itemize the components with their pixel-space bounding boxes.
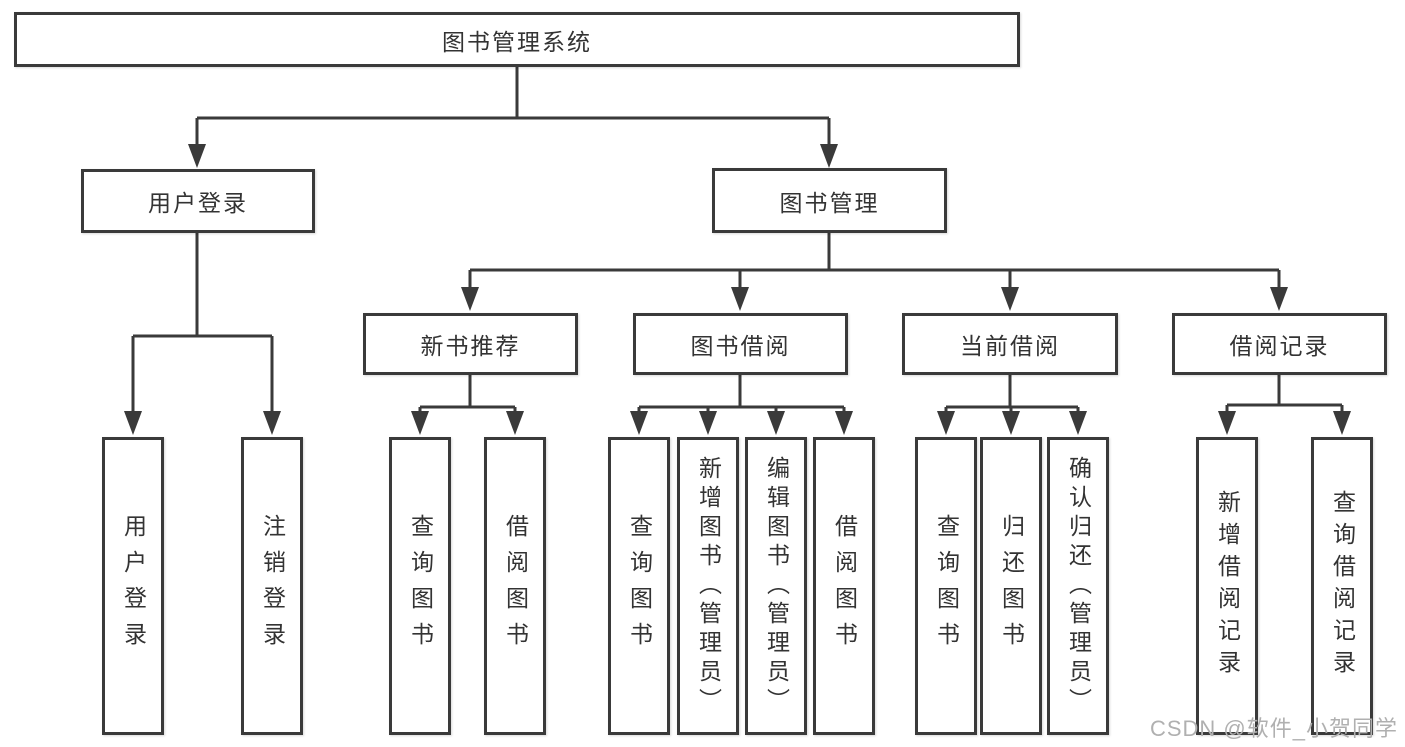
leaf-add-book-admin: 新增图书（管理员）: [677, 437, 739, 735]
leaf-query-borrow-record-label: 查询借阅记录: [1329, 490, 1356, 682]
node-borrow-records: 借阅记录: [1172, 313, 1387, 375]
leaf-add-borrow-record: 新增借阅记录: [1196, 437, 1258, 735]
node-borrow-records-label: 借阅记录: [1229, 333, 1330, 359]
connector-root-split: [188, 67, 838, 168]
node-new-book-recommend-label: 新书推荐: [420, 333, 521, 359]
leaf-borrow-books-recommend-label: 借阅图书: [502, 514, 529, 658]
leaf-return-book-label: 归还图书: [998, 514, 1025, 658]
leaf-query-books-current: 查询图书: [915, 437, 977, 735]
leaf-return-book: 归还图书: [980, 437, 1042, 735]
node-root-label: 图书管理系统: [442, 28, 592, 55]
connector-current-borrow-split: [937, 375, 1087, 435]
leaf-query-books-recommend: 查询图书: [389, 437, 451, 735]
leaf-borrow-books-recommend: 借阅图书: [484, 437, 546, 735]
leaf-confirm-return-admin: 确认归还（管理员）: [1047, 437, 1109, 735]
node-book-borrow-label: 图书借阅: [690, 333, 791, 359]
leaf-logout-label: 注销登录: [259, 514, 286, 658]
connector-new-book-split: [411, 375, 524, 435]
leaf-query-books-current-label: 查询图书: [933, 514, 960, 658]
leaf-confirm-return-admin-label: 确认归还（管理员）: [1065, 455, 1092, 717]
leaf-query-books-borrow: 查询图书: [608, 437, 670, 735]
watermark: CSDN @软件_小贺同学: [1149, 716, 1398, 741]
connector-book-management-split: [461, 233, 1288, 311]
leaf-edit-book-admin-label: 编辑图书（管理员）: [763, 455, 790, 717]
connector-book-borrow-split: [630, 375, 853, 435]
leaf-user-login-label: 用户登录: [120, 514, 147, 658]
leaf-add-book-admin-label: 新增图书（管理员）: [695, 455, 722, 717]
leaf-logout: 注销登录: [241, 437, 303, 735]
node-book-management-label: 图书管理: [779, 189, 880, 216]
leaf-user-login: 用户登录: [102, 437, 164, 735]
node-new-book-recommend: 新书推荐: [363, 313, 578, 375]
node-book-management: 图书管理: [712, 168, 947, 233]
node-user-login: 用户登录: [81, 169, 315, 233]
connector-borrow-records-split: [1218, 375, 1351, 435]
node-book-borrow: 图书借阅: [633, 313, 848, 375]
leaf-add-borrow-record-label: 新增借阅记录: [1214, 490, 1241, 682]
node-user-login-label: 用户登录: [148, 190, 248, 216]
node-current-borrow-label: 当前借阅: [960, 333, 1060, 359]
node-current-borrow: 当前借阅: [902, 313, 1118, 375]
node-root: 图书管理系统: [14, 12, 1020, 67]
leaf-edit-book-admin: 编辑图书（管理员）: [745, 437, 807, 735]
leaf-borrow-books: 借阅图书: [813, 437, 875, 735]
leaf-query-borrow-record: 查询借阅记录: [1311, 437, 1373, 735]
leaf-query-books-borrow-label: 查询图书: [626, 514, 653, 658]
connector-user-login-split: [124, 233, 281, 435]
leaf-borrow-books-label: 借阅图书: [831, 514, 858, 658]
leaf-query-books-recommend-label: 查询图书: [407, 514, 434, 658]
